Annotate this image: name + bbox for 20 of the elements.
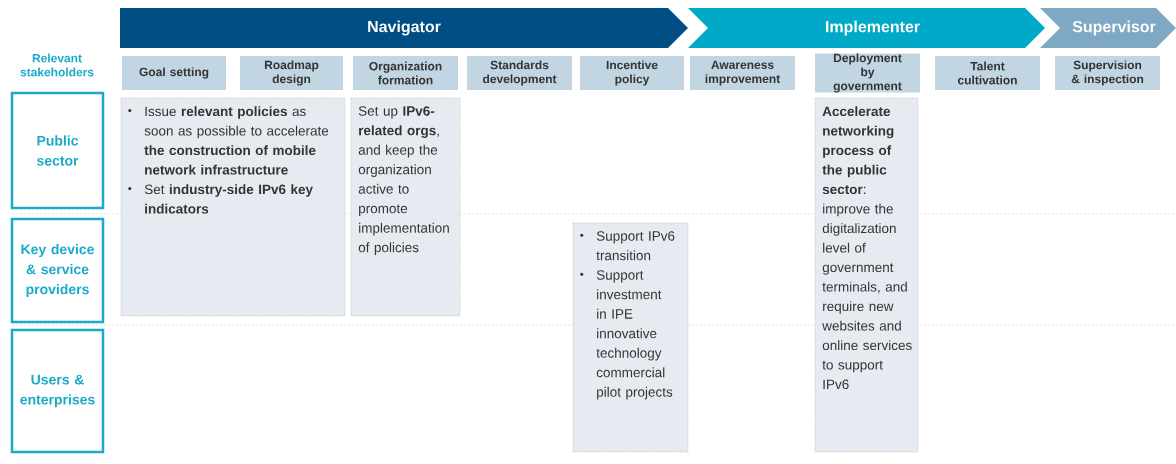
phase-banner: Navigator [120,8,688,48]
column-header: Deployment by government [815,53,920,93]
row-label-box: Users & enterprises [10,328,105,454]
column-heading: Relevant stakeholders [20,53,94,77]
phase-banner: Implementer [688,8,1045,48]
column-header: Talent cultivation [935,56,1040,90]
column-header: Awareness improvement [690,56,795,90]
text-card: Support IPv6 transition Support investment in IPE innovative technology commercial pilot projects [572,222,689,453]
column-header: Roadmap design [240,56,343,90]
text-card: Set up IPv6-related orgs, and keep the organization active to promote implementation of policies [350,97,461,317]
column-header: Goal setting [122,56,226,90]
column-header: Incentive policy [580,56,684,90]
phase-banner: Supervisor [1040,8,1176,48]
text-card: Issue relevant policies as soon as possible to accelerate the construction of mobile network infrastructure Set industry-side IPv6 key indicators [120,97,346,317]
column-header: Organization formation [353,56,458,90]
row-label-box: Key device & service providers [10,217,105,324]
column-header: Standards development [467,56,572,90]
row-label-box: Public sector [10,91,105,210]
text-card: Accelerate networking process of the public sector: improve the digitalization level of government terminals, and require new websites and online services to support IPv6 [814,97,919,453]
column-header: Supervision & inspection [1055,56,1160,90]
